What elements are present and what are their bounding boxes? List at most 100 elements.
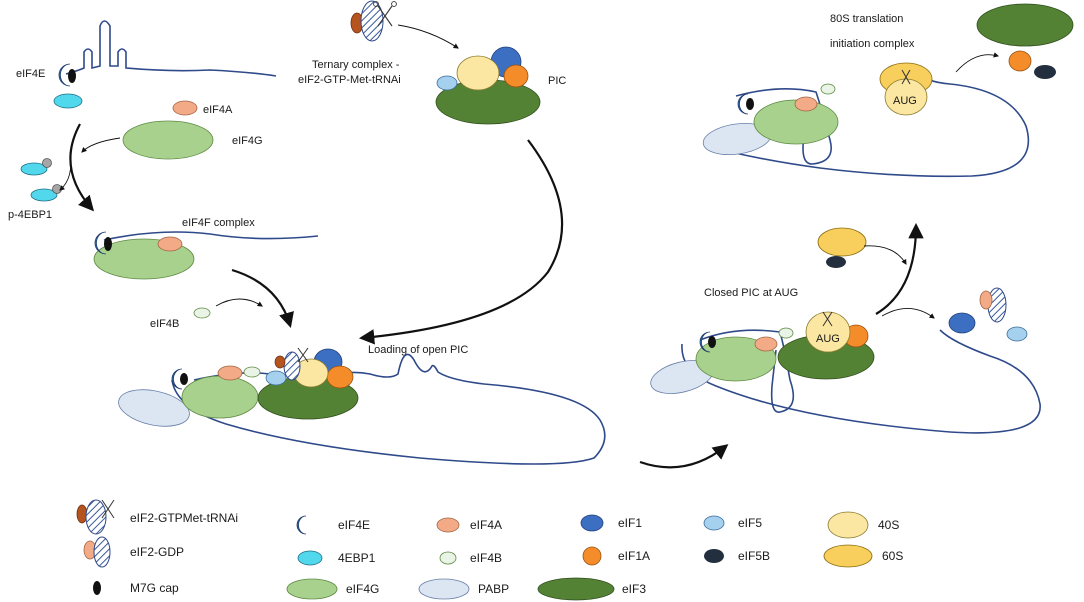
eif4a-closed: [754, 336, 778, 352]
panel-cap-binding: eIF4E eIF4A eIF4G p-4EBP1: [8, 20, 277, 221]
arrow-to-closed-pic: [639, 444, 729, 469]
panel-80s-complex: 80S translation initiation complex AUG: [702, 3, 1074, 178]
eif5-open: [265, 370, 287, 386]
arrow-main-down-1: [69, 123, 95, 212]
eif4b-80s: [820, 83, 836, 95]
trna-scissor-icon: [901, 69, 911, 85]
legend-label-60s: 60S: [882, 549, 903, 563]
legend: eIF2-GTPMet-tRNAi eIF2-GDP M7G cap eIF4E…: [76, 499, 903, 601]
legend-label-eif3: eIF3: [622, 582, 646, 596]
legend-scissor-icon: [101, 499, 115, 519]
eif1a-released: [1008, 50, 1032, 72]
panel-pic-formation: Ternary complex - eIF2-GTP-Met-tRNAi PIC: [298, 0, 566, 345]
mrna-strand: [103, 231, 319, 241]
mrna-strand: [65, 20, 277, 77]
legend-label-40s: 40S: [878, 518, 899, 532]
40s-closed: [805, 311, 851, 353]
mrna-strand: [681, 329, 1041, 434]
legend-swatch-40s: [827, 511, 869, 539]
eif4e-crescent: [58, 63, 71, 87]
arrow-pic-loading: [358, 139, 564, 345]
phospho-b: [52, 184, 62, 194]
legend-label-eif4g: eIF4G: [346, 582, 379, 596]
eif4b-closed: [778, 327, 794, 339]
arrow-4ebp1-release: [59, 151, 72, 191]
label-eif4f-complex: eIF4F complex: [182, 217, 255, 229]
eif1a-open: [326, 365, 354, 389]
eif1-released: [948, 312, 976, 334]
eif4e-crescent: [94, 231, 107, 255]
legend-swatch-eif5: [703, 515, 725, 531]
trna-scissor-icon: [822, 311, 833, 327]
trna-scissor-icon: [297, 347, 309, 363]
legend-label-4ebp1: 4EBP1: [338, 551, 376, 565]
eif4g-80s: [753, 99, 839, 145]
eif4g-closed: [695, 336, 777, 382]
panel-open-pic: Loading of open PIC: [118, 344, 606, 465]
trna-scissor-icon: [377, 5, 393, 27]
legend-label-eif4b: eIF4B: [470, 551, 502, 565]
label-eif4b: eIF4B: [150, 318, 179, 330]
legend-swatch-eif4e: [296, 515, 307, 535]
eif2-open: [283, 351, 301, 381]
legend-swatch-eif5b: [704, 549, 724, 563]
phospho-a: [42, 158, 52, 168]
legend-label-pabp: PABP: [478, 582, 509, 596]
legend-swatch-m7g: [93, 581, 101, 595]
eif4b-free: [193, 307, 211, 319]
label-loading-open-pic: Loading of open PIC: [368, 344, 468, 356]
m7g-cap: [180, 373, 188, 385]
legend-swatch-eif4b: [439, 551, 457, 565]
eif4a-free: [172, 100, 198, 116]
legend-swatch-met-trna: [76, 504, 88, 524]
mrna-strand: [705, 69, 1030, 178]
label-pic: PIC: [548, 75, 566, 87]
legend-label-eif4a: eIF4A: [470, 518, 502, 532]
label-80s-2: initiation complex: [830, 38, 915, 50]
legend-label-ternary: eIF2-GTPMet-tRNAi: [130, 511, 238, 525]
label-ternary-1: Ternary complex -: [312, 59, 400, 71]
arrow-release-closed: [881, 308, 935, 319]
label-aug-closed: AUG: [816, 333, 840, 345]
arrow-eif4g-join: [81, 137, 121, 153]
arrow-ternary-to-pic: [397, 24, 459, 49]
legend-swatch-ternary: [85, 499, 107, 535]
label-ternary-2: eIF2-GTP-Met-tRNAi: [298, 74, 401, 86]
label-80s-1: 80S translation: [830, 13, 903, 25]
label-p4ebp1: p-4EBP1: [8, 209, 52, 221]
eif4a-80s: [794, 96, 818, 112]
arrow-eif4b-join: [215, 298, 263, 307]
eif3-released: [976, 3, 1074, 47]
eif4e-crescent: [171, 368, 183, 390]
legend-label-eif1a: eIF1A: [618, 549, 650, 563]
60s-incoming: [817, 227, 867, 257]
eif4a-open: [217, 365, 243, 381]
legend-swatch-eif1: [580, 514, 604, 532]
legend-swatch-4ebp1: [297, 550, 323, 566]
eif2-hatched: [360, 0, 384, 42]
p4ebp1-a: [20, 162, 48, 176]
eif5-pic: [436, 75, 458, 91]
legend-swatch-eif2gdp: [93, 536, 111, 568]
pabp-open: [118, 389, 190, 427]
met-trna-open: [274, 355, 286, 369]
m7g-cap: [68, 69, 76, 83]
m7g-cap: [746, 98, 754, 110]
m7g-cap: [708, 336, 716, 348]
label-eif4g: eIF4G: [232, 135, 263, 147]
arrow-main-up: [875, 222, 924, 315]
legend-swatch-eif3: [537, 577, 615, 601]
label-closed-pic: Closed PIC at AUG: [704, 287, 798, 299]
40s-pic: [456, 55, 500, 91]
eif2gdp-orange: [979, 290, 993, 310]
legend-swatch-eif4g: [286, 578, 338, 600]
eif4g-free: [122, 120, 214, 160]
eif5-released: [1006, 326, 1028, 342]
40s-80s: [884, 78, 928, 116]
label-eif4e: eIF4E: [16, 68, 45, 80]
panel-eif4f-complex: eIF4F complex eIF4B: [93, 217, 319, 330]
eif1a-pic: [503, 64, 529, 88]
eif5b-incoming: [826, 256, 846, 268]
4ebp1-bound: [53, 93, 83, 109]
legend-swatch-eif1a: [582, 546, 602, 566]
